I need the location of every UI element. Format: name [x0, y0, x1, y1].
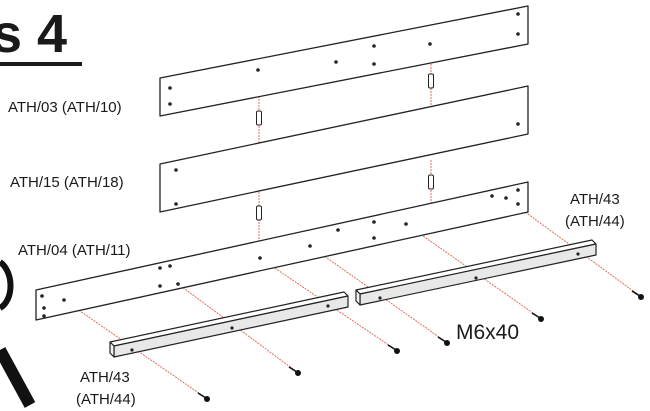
label-board-bottom: ATH/04 (ATH/11)	[18, 242, 131, 259]
label-board-middle: ATH/15 (ATH/18)	[10, 174, 124, 191]
guide-line	[63, 299, 207, 399]
dowel	[256, 110, 262, 126]
hole	[576, 252, 580, 256]
hole	[516, 202, 520, 206]
bolt	[197, 392, 210, 402]
hole	[130, 348, 134, 352]
step-number: s 4	[0, 4, 67, 64]
bolts	[197, 290, 644, 402]
hole	[174, 168, 178, 172]
edge-stroke-decoration	[0, 347, 36, 408]
board-middle	[159, 85, 529, 213]
hole	[378, 296, 382, 300]
bolt	[387, 344, 400, 354]
board-top-holes	[168, 12, 520, 106]
dowels	[256, 73, 434, 221]
label-board-top: ATH/03 (ATH/10)	[8, 99, 122, 116]
hole	[40, 294, 44, 298]
hole	[516, 12, 520, 16]
hole	[62, 298, 66, 302]
bar-right-top	[355, 239, 597, 295]
hole	[168, 264, 172, 268]
board-bottom	[35, 181, 529, 321]
hole	[428, 42, 432, 46]
label-bar-right-line2: (ATH/44)	[565, 213, 625, 230]
hole	[258, 256, 262, 260]
dowel	[428, 174, 434, 190]
dowel	[428, 73, 434, 89]
guide-line	[309, 245, 447, 343]
hole	[516, 32, 520, 36]
hole	[372, 62, 376, 66]
board-bottom-holes	[40, 188, 520, 318]
hole	[326, 304, 330, 308]
step-heading: s 4	[0, 4, 82, 66]
hole	[516, 122, 520, 126]
board-top-face	[159, 5, 529, 117]
label-bar-left-line1: ATH/43	[80, 369, 130, 386]
hole	[372, 44, 376, 48]
bolt	[531, 312, 544, 322]
board-top	[159, 5, 529, 117]
hole	[168, 86, 172, 90]
bar-left-top	[109, 291, 349, 347]
hole	[404, 222, 408, 226]
hole	[230, 326, 234, 330]
label-bolt-size: M6x40	[456, 321, 519, 344]
hole	[372, 236, 376, 240]
edge-arc-decoration	[0, 259, 14, 311]
hole	[168, 102, 172, 106]
hole	[490, 194, 494, 198]
hole	[158, 266, 162, 270]
guide-line	[177, 283, 298, 373]
hole	[42, 306, 46, 310]
hole	[174, 202, 178, 206]
hole	[42, 314, 46, 318]
bolt	[437, 336, 450, 346]
bar-right-end	[355, 289, 361, 306]
bar-left-end	[109, 341, 115, 358]
bolt	[631, 290, 644, 300]
label-bar-right-line1: ATH/43	[570, 191, 620, 208]
hole	[176, 282, 180, 286]
bar-right-side	[359, 243, 597, 306]
hole	[256, 68, 260, 72]
bar-left-side	[113, 295, 349, 358]
hole	[474, 276, 478, 280]
board-middle-face	[159, 85, 529, 213]
guide-line	[505, 197, 641, 297]
dowel	[256, 205, 262, 221]
hole	[516, 188, 520, 192]
hole	[158, 284, 162, 288]
bolt	[288, 366, 301, 376]
hole	[504, 196, 508, 200]
hole	[308, 244, 312, 248]
bar-left	[109, 291, 349, 358]
bar-right	[355, 239, 597, 306]
hole	[336, 228, 340, 232]
hole	[334, 60, 338, 64]
hole	[372, 220, 376, 224]
label-bar-left-line2: (ATH/44)	[76, 391, 136, 408]
